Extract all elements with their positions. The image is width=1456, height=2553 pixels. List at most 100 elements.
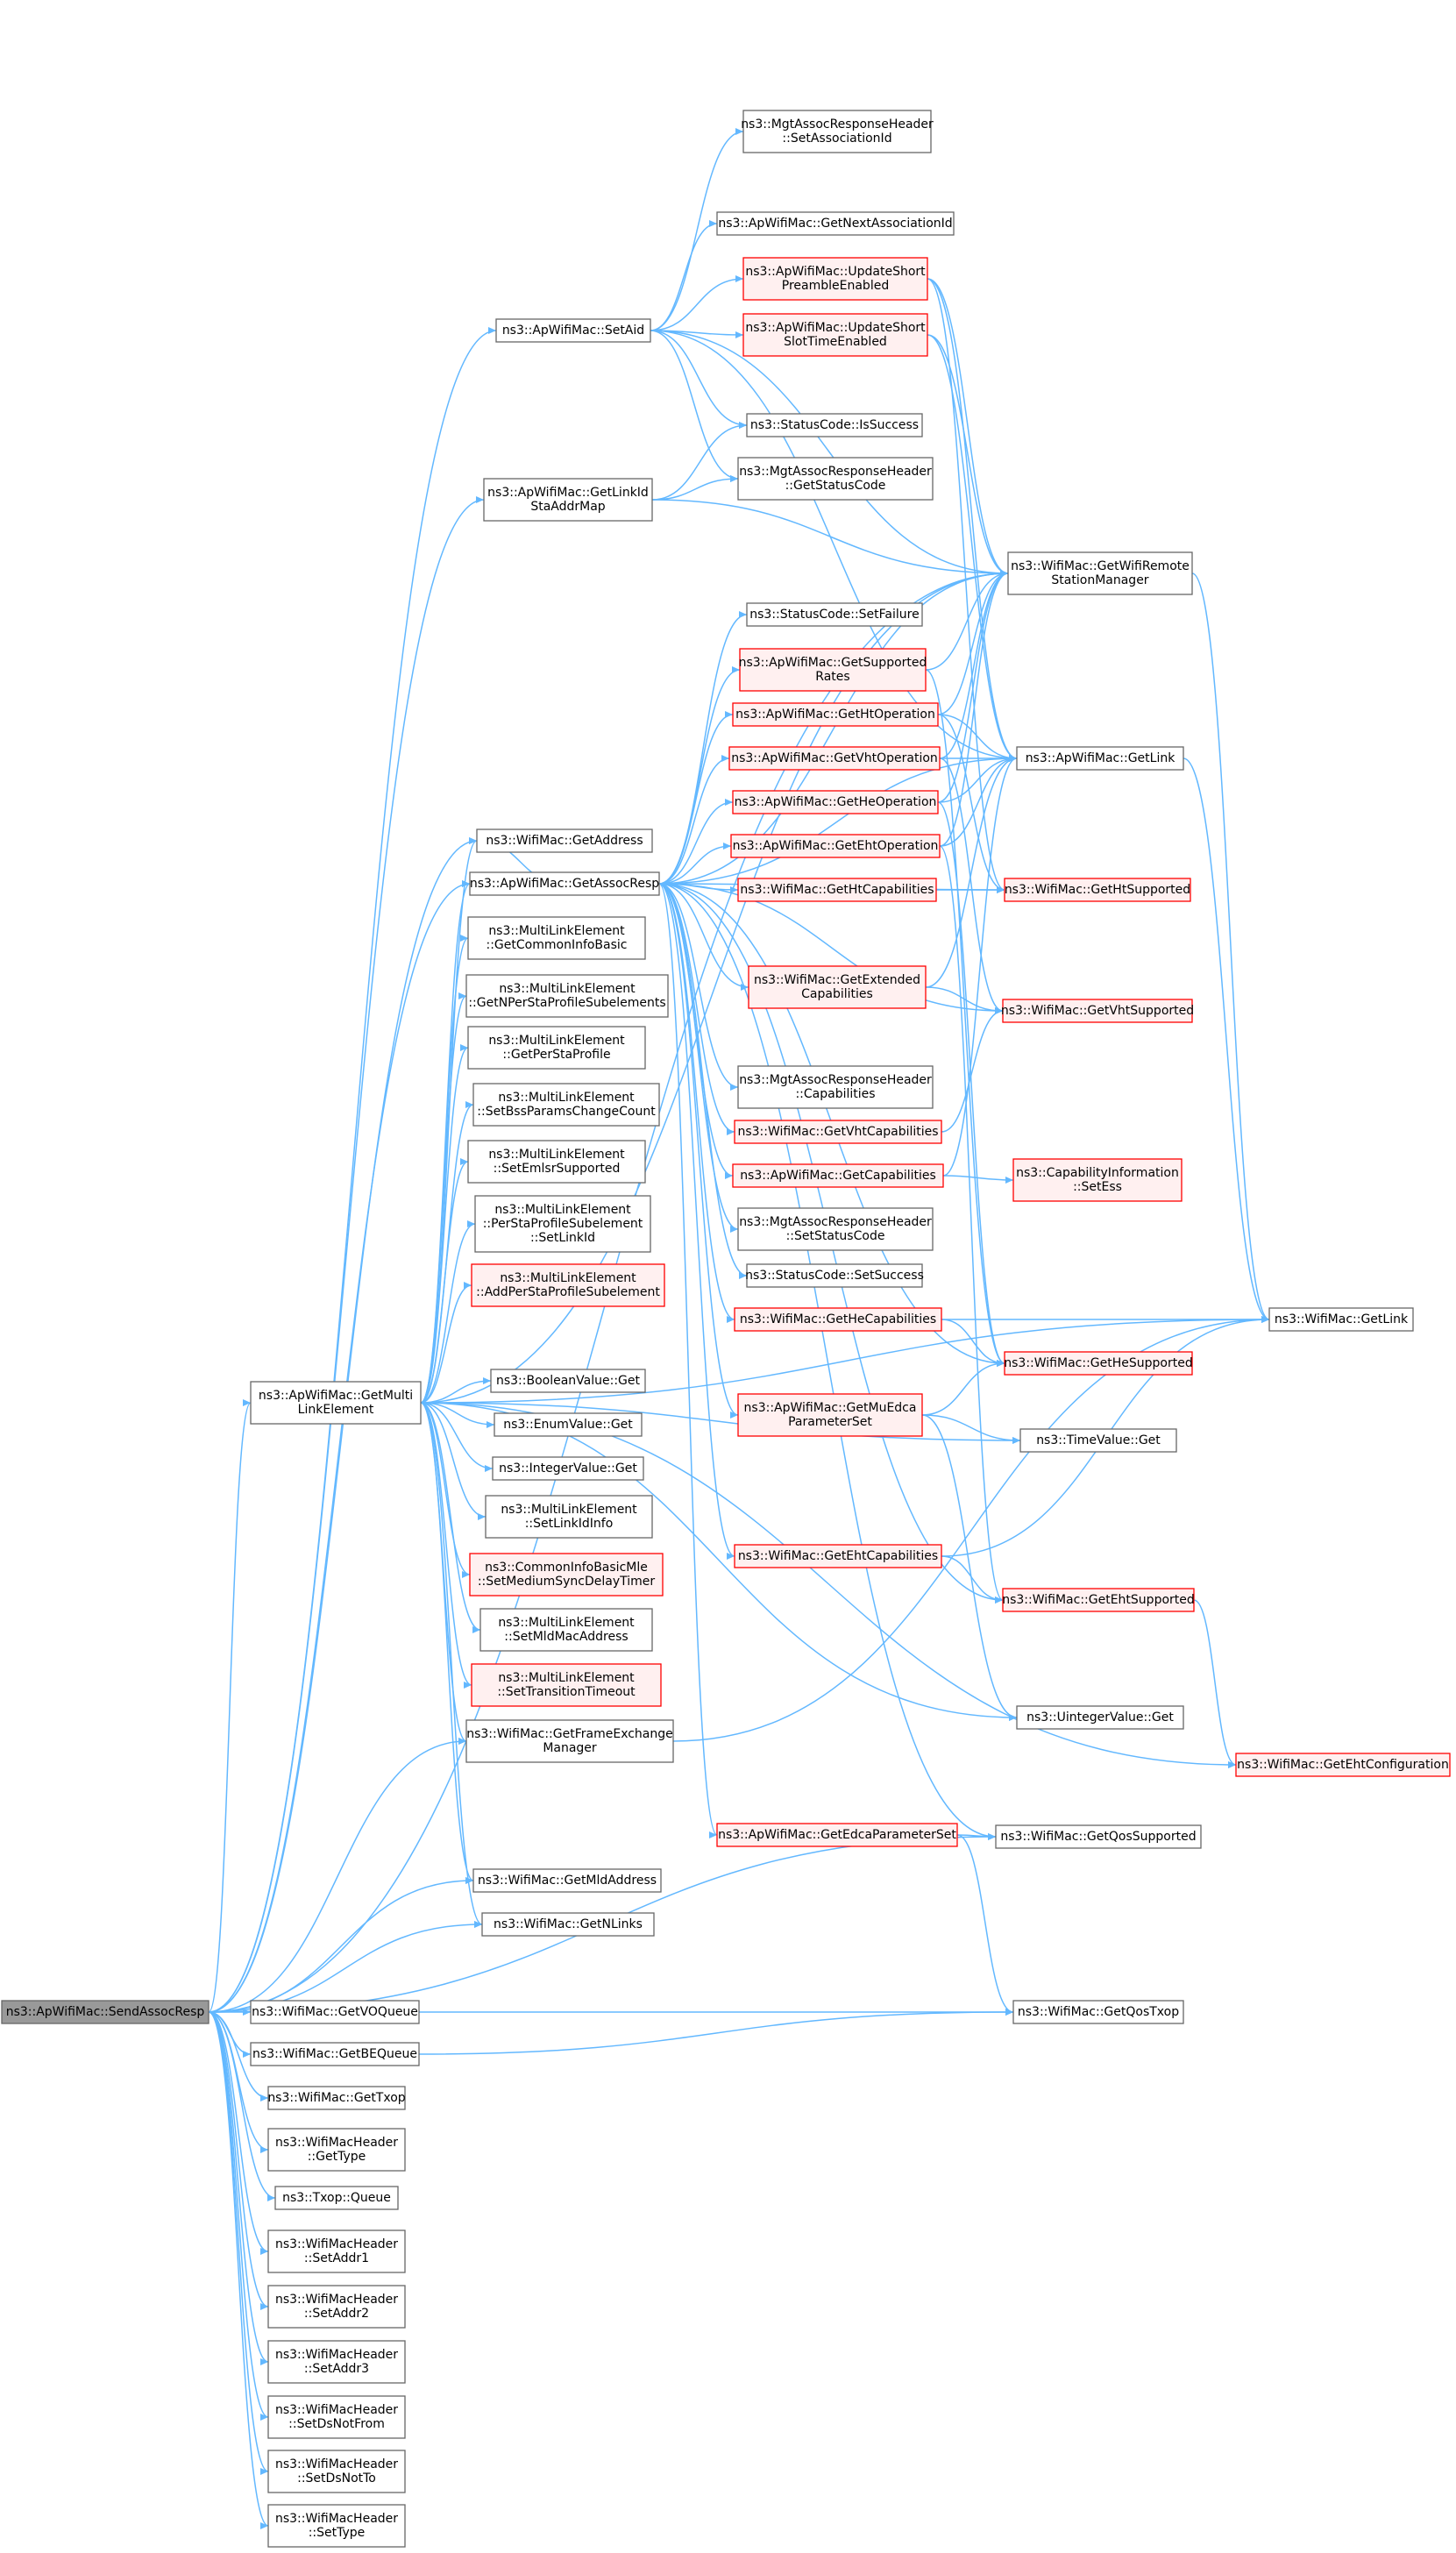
node-booleanValueGet[interactable]: ns3::BooleanValue::Get — [490, 1369, 646, 1393]
node-integerValueGet[interactable]: ns3::IntegerValue::Get — [492, 1456, 644, 1481]
node-getVhtCapabilities[interactable]: ns3::WifiMac::GetVhtCapabilities — [734, 1120, 942, 1144]
node-label: ns3::ApWifiMac::GetLink — [1026, 751, 1176, 765]
node-setAid[interactable]: ns3::ApWifiMac::SetAid — [495, 318, 651, 343]
node-label: ::PerStaProfileSubelement — [483, 1217, 643, 1231]
node-setMldMacAddress[interactable]: ns3::MultiLinkElement::SetMldMacAddress — [479, 1608, 653, 1652]
node-getMldAddress[interactable]: ns3::WifiMac::GetMldAddress — [472, 1868, 662, 1893]
node-getPerStaProfile[interactable]: ns3::MultiLinkElement::GetPerStaProfile — [467, 1026, 646, 1070]
node-getHeSupported[interactable]: ns3::WifiMac::GetHeSupported — [1004, 1351, 1193, 1376]
node-label: ns3::WifiMac::GetHtCapabilities — [740, 883, 934, 897]
node-box — [471, 1263, 665, 1307]
node-mgtCapabilities[interactable]: ns3::MgtAssocResponseHeader::Capabilitie… — [737, 1065, 934, 1109]
node-box — [472, 1083, 660, 1127]
arrowhead — [260, 2414, 268, 2421]
node-setType[interactable]: ns3::WifiMacHeader::SetType — [267, 2504, 406, 2548]
edge-getMuEdcaParameterSet-to-timeValueGet — [921, 1414, 1021, 1441]
node-txopQueue[interactable]: ns3::Txop::Queue — [274, 2186, 399, 2210]
node-getType[interactable]: ns3::WifiMacHeader::GetType — [267, 2128, 406, 2172]
node-timeValueGet[interactable]: ns3::TimeValue::Get — [1019, 1428, 1177, 1453]
node-updateShortSlot[interactable]: ns3::ApWifiMac::UpdateShortSlotTimeEnabl… — [742, 313, 928, 357]
node-label: ns3::StatusCode::IsSuccess — [750, 418, 919, 432]
node-setAddr3[interactable]: ns3::WifiMacHeader::SetAddr3 — [267, 2340, 406, 2384]
node-box — [471, 1663, 662, 1707]
node-getEhtConfiguration[interactable]: ns3::WifiMac::GetEhtConfiguration — [1235, 1753, 1451, 1777]
node-mgtSetStatusCode[interactable]: ns3::MgtAssocResponseHeader::SetStatusCo… — [737, 1207, 934, 1251]
node-label: ns3::WifiMac::GetBEQueue — [252, 2047, 417, 2061]
edge-getMultiLinkElement-to-addPerStaProfileSubelement — [420, 1284, 472, 1404]
node-getVOQueue[interactable]: ns3::WifiMac::GetVOQueue — [250, 2000, 420, 2024]
node-statusIsSuccess[interactable]: ns3::StatusCode::IsSuccess — [746, 413, 923, 437]
node-label: ns3::WifiMacHeader — [275, 2293, 398, 2307]
node-box — [481, 1912, 655, 1937]
node-setEmlsrSupported[interactable]: ns3::MultiLinkElement::SetEmlsrSupported — [467, 1140, 646, 1184]
node-label: ns3::ApWifiMac::GetEhtOperation — [733, 839, 939, 853]
node-setTransitionTimeout[interactable]: ns3::MultiLinkElement::SetTransitionTime… — [471, 1663, 662, 1707]
node-getNPerStaProfileSubelements[interactable]: ns3::MultiLinkElement::GetNPerStaProfile… — [465, 974, 669, 1018]
node-getTxop[interactable]: ns3::WifiMac::GetTxop — [267, 2086, 406, 2110]
node-label: ns3::MultiLinkElement — [498, 1671, 635, 1685]
node-getQosSupported[interactable]: ns3::WifiMac::GetQosSupported — [995, 1824, 1202, 1849]
node-box — [1019, 1428, 1177, 1453]
node-getCommonInfoBasic[interactable]: ns3::MultiLinkElement::GetCommonInfoBasi… — [467, 916, 646, 960]
node-getBEQueue[interactable]: ns3::WifiMac::GetBEQueue — [250, 2042, 420, 2066]
node-box — [734, 1544, 942, 1568]
node-perStaSetLinkId[interactable]: ns3::MultiLinkElement::PerStaProfileSube… — [474, 1195, 651, 1253]
node-uintegerValueGet[interactable]: ns3::UintegerValue::Get — [1016, 1705, 1184, 1730]
node-setAddr2[interactable]: ns3::WifiMacHeader::SetAddr2 — [267, 2285, 406, 2329]
node-getVhtSupported[interactable]: ns3::WifiMac::GetVhtSupported — [1001, 999, 1194, 1023]
node-getEhtSupported[interactable]: ns3::WifiMac::GetEhtSupported — [1002, 1588, 1195, 1612]
node-getEhtOperation[interactable]: ns3::ApWifiMac::GetEhtOperation — [730, 834, 941, 858]
node-box — [748, 965, 927, 1009]
node-label: ns3::ApWifiMac::GetMuEdca — [744, 1401, 917, 1415]
node-setLinkIdInfo[interactable]: ns3::MultiLinkElement::SetLinkIdInfo — [485, 1495, 653, 1539]
node-setMediumSyncDelayTimer[interactable]: ns3::CommonInfoBasicMle::SetMediumSyncDe… — [469, 1553, 664, 1597]
node-setEss[interactable]: ns3::CapabilityInformation::SetEss — [1012, 1158, 1183, 1202]
edge-getEhtSupported-to-getEhtConfiguration — [1193, 1599, 1237, 1766]
node-setAddr1[interactable]: ns3::WifiMacHeader::SetAddr1 — [267, 2229, 406, 2273]
node-setSuccess[interactable]: ns3::StatusCode::SetSuccess — [745, 1263, 924, 1288]
node-getHtOperation[interactable]: ns3::ApWifiMac::GetHtOperation — [732, 702, 939, 727]
node-getHeOperation[interactable]: ns3::ApWifiMac::GetHeOperation — [732, 790, 939, 814]
node-setDsNotFrom[interactable]: ns3::WifiMacHeader::SetDsNotFrom — [267, 2395, 406, 2439]
node-sendAssocResp[interactable]: ns3::ApWifiMac::SendAssocResp — [1, 2000, 210, 2024]
node-setFailure[interactable]: ns3::StatusCode::SetFailure — [746, 602, 923, 627]
node-box — [267, 2285, 406, 2329]
edge-getMuEdcaParameterSet-to-getHeSupported — [921, 1362, 1005, 1416]
node-apGetLink[interactable]: ns3::ApWifiMac::GetLink — [1016, 746, 1184, 771]
node-getAddress[interactable]: ns3::WifiMac::GetAddress — [476, 828, 653, 853]
node-getStatusCode[interactable]: ns3::MgtAssocResponseHeader::GetStatusCo… — [737, 457, 934, 501]
node-apGetCapabilities[interactable]: ns3::ApWifiMac::GetCapabilities — [732, 1163, 944, 1188]
node-getNextAssociationId[interactable]: ns3::ApWifiMac::GetNextAssociationId — [716, 211, 955, 236]
node-box — [494, 1412, 643, 1437]
node-getVhtOperation[interactable]: ns3::ApWifiMac::GetVhtOperation — [728, 746, 941, 771]
node-box — [1268, 1307, 1414, 1332]
node-getHtSupported[interactable]: ns3::WifiMac::GetHtSupported — [1004, 878, 1191, 902]
node-setDsNotTo[interactable]: ns3::WifiMacHeader::SetDsNotTo — [267, 2450, 406, 2493]
node-wifiMacGetLink[interactable]: ns3::WifiMac::GetLink — [1268, 1307, 1414, 1332]
node-box — [474, 1195, 651, 1253]
node-getAssocResp[interactable]: ns3::ApWifiMac::GetAssocResp — [469, 871, 660, 896]
node-getHeCapabilities[interactable]: ns3::WifiMac::GetHeCapabilities — [734, 1307, 942, 1332]
node-getNLinks[interactable]: ns3::WifiMac::GetNLinks — [481, 1912, 655, 1937]
node-getQosTxop[interactable]: ns3::WifiMac::GetQosTxop — [1012, 2000, 1184, 2024]
node-getEhtCapabilities[interactable]: ns3::WifiMac::GetEhtCapabilities — [734, 1544, 942, 1568]
node-enumValueGet[interactable]: ns3::EnumValue::Get — [494, 1412, 643, 1437]
node-setBssParamsChangeCount[interactable]: ns3::MultiLinkElement::SetBssParamsChang… — [472, 1083, 660, 1127]
node-addPerStaProfileSubelement[interactable]: ns3::MultiLinkElement::AddPerStaProfileS… — [471, 1263, 665, 1307]
node-setAssociationId[interactable]: ns3::MgtAssocResponseHeader::SetAssociat… — [741, 110, 934, 153]
arrowhead — [488, 327, 496, 334]
node-getHtCapabilities[interactable]: ns3::WifiMac::GetHtCapabilities — [737, 878, 937, 902]
node-label: ns3::WifiMac::GetTxop — [267, 2091, 405, 2105]
node-updateShortPreamble[interactable]: ns3::ApWifiMac::UpdateShortPreambleEnabl… — [742, 257, 928, 301]
node-getEdcaParameterSet[interactable]: ns3::ApWifiMac::GetEdcaParameterSet — [716, 1823, 958, 1847]
node-getWifiRemoteStationManager[interactable]: ns3::WifiMac::GetWifiRemoteStationManage… — [1007, 551, 1193, 595]
node-label: ns3::ApWifiMac::GetEdcaParameterSet — [718, 1828, 956, 1842]
node-label: ns3::ApWifiMac::UpdateShort — [745, 265, 926, 279]
